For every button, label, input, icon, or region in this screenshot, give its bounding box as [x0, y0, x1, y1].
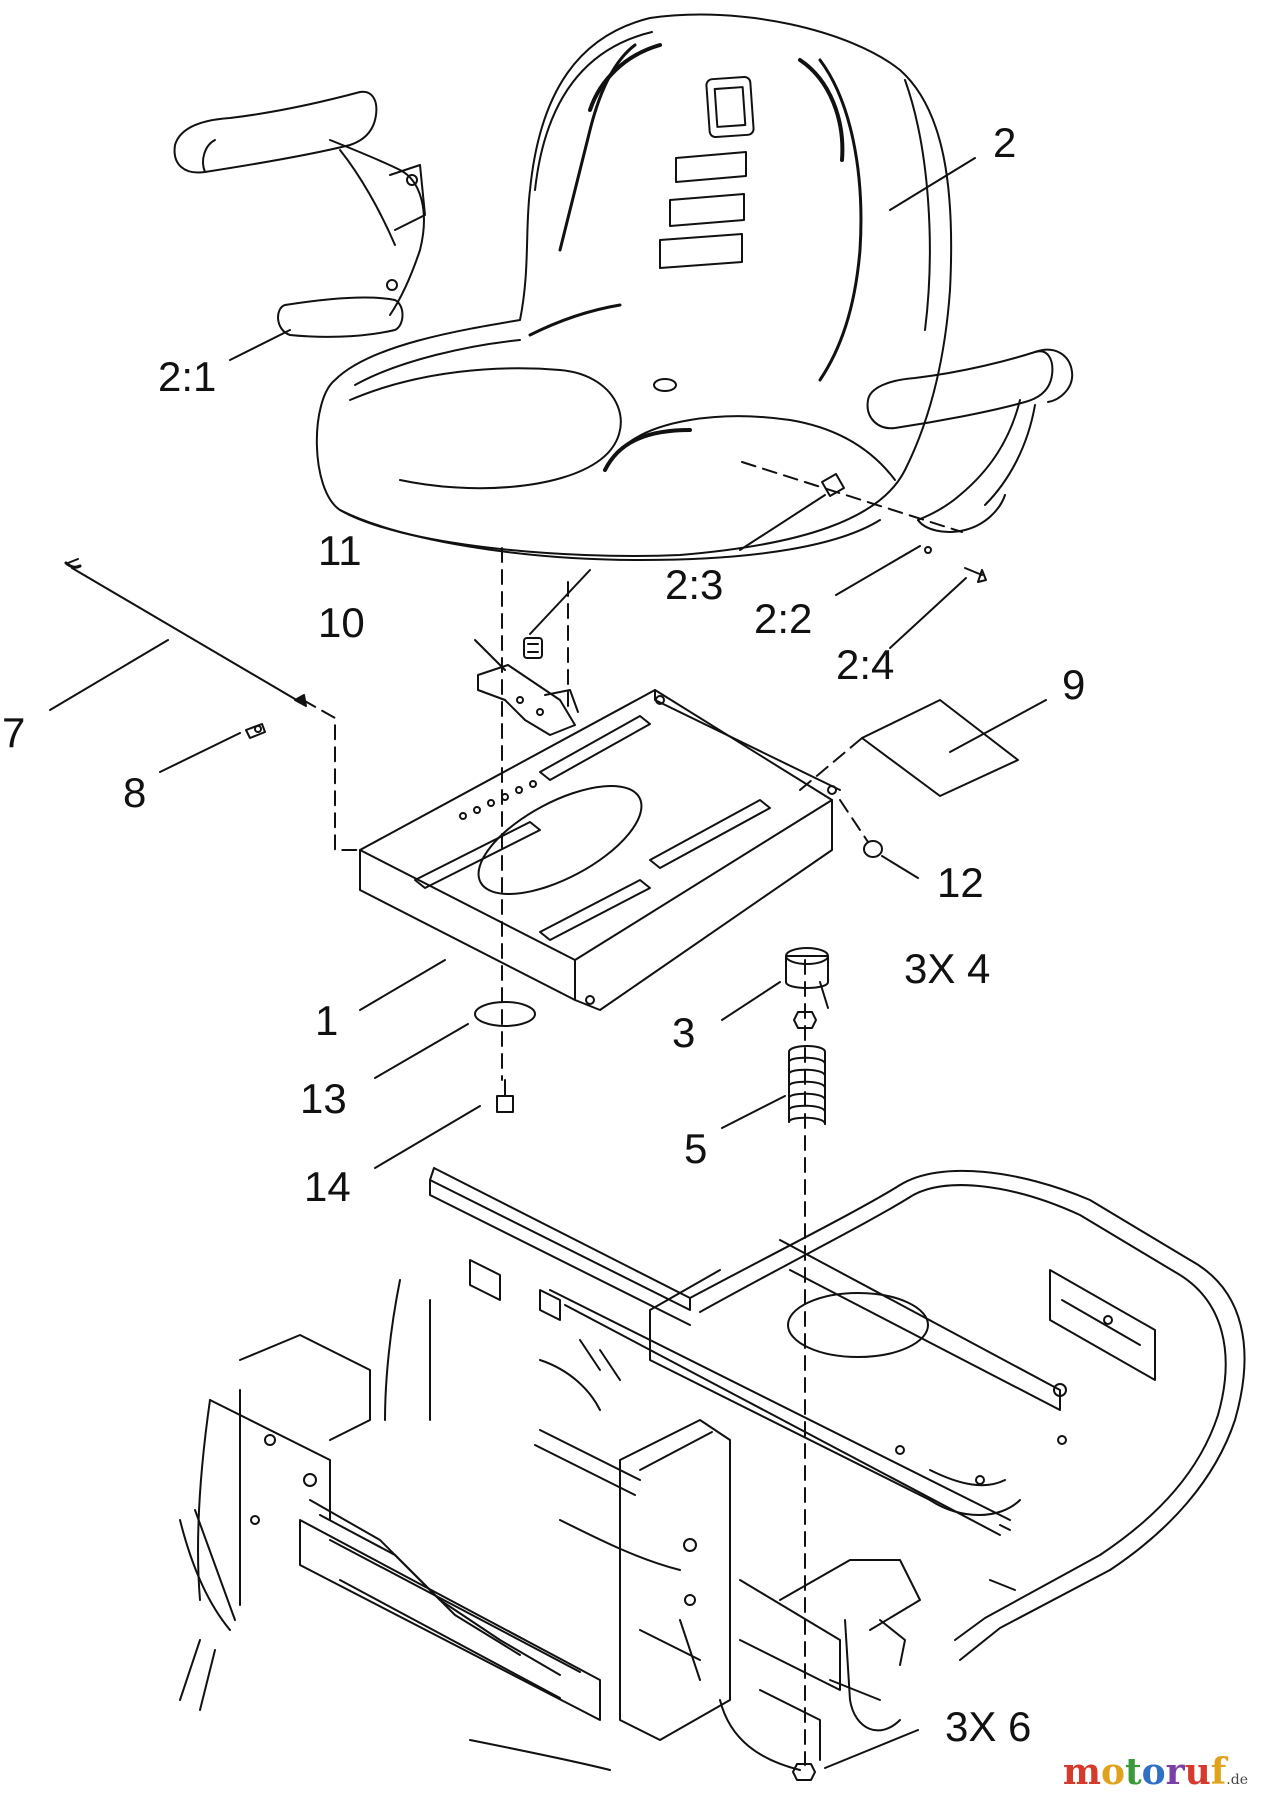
callout-2-1: 2:1 [158, 353, 217, 400]
callout-2-4: 2:4 [836, 641, 895, 688]
callout-12: 12 [937, 859, 984, 906]
callout-2: 2 [993, 119, 1017, 166]
decal [861, 699, 1019, 797]
callout-3x4: 3X 4 [904, 945, 991, 992]
bracket [477, 664, 579, 736]
plate [821, 473, 845, 497]
callout-1: 1 [315, 997, 339, 1044]
logo-letter: t [1124, 1751, 1142, 1793]
leader-lines [49, 157, 1047, 1769]
nut-6 [792, 1763, 816, 1781]
seat-pan [359, 689, 841, 1011]
callout-7: 7 [2, 709, 26, 756]
callout-13: 13 [300, 1075, 347, 1122]
callout-10: 10 [318, 599, 365, 646]
armrest-left [173, 90, 426, 338]
assembly-lines [302, 461, 963, 1766]
logo-letter: o [1100, 1751, 1125, 1793]
callout-14: 14 [304, 1163, 351, 1210]
logo-letter: f [1210, 1751, 1227, 1793]
logo-tld: .de [1226, 1772, 1248, 1788]
callout-9: 9 [1062, 661, 1086, 708]
callout-2-3: 2:3 [665, 561, 724, 608]
nut [523, 637, 543, 659]
seat [315, 13, 953, 561]
bumper [785, 947, 829, 989]
callout-5: 5 [684, 1125, 708, 1172]
callout-8: 8 [123, 769, 147, 816]
armrest-right [866, 348, 1074, 554]
callout-2-2: 2:2 [754, 595, 813, 642]
logo-letter: m [1062, 1751, 1101, 1793]
nut-12 [863, 840, 883, 858]
logo-letters: motoruf [1063, 1751, 1226, 1793]
screw [964, 567, 987, 583]
nut-4 [793, 1011, 817, 1029]
pin [245, 723, 266, 739]
frame [179, 1167, 1246, 1771]
motoruf-logo: motoruf.de [1063, 1754, 1248, 1790]
callout-3: 3 [672, 1009, 696, 1056]
spring [788, 1045, 826, 1125]
rod [64, 558, 307, 707]
washer [474, 1001, 536, 1027]
callout-3x6: 3X 6 [945, 1703, 1032, 1750]
callout-11: 11 [318, 527, 362, 574]
logo-letter: u [1184, 1751, 1211, 1793]
logo-letter: r [1165, 1751, 1185, 1793]
bolt [496, 1079, 514, 1113]
logo-letter: o [1141, 1751, 1166, 1793]
